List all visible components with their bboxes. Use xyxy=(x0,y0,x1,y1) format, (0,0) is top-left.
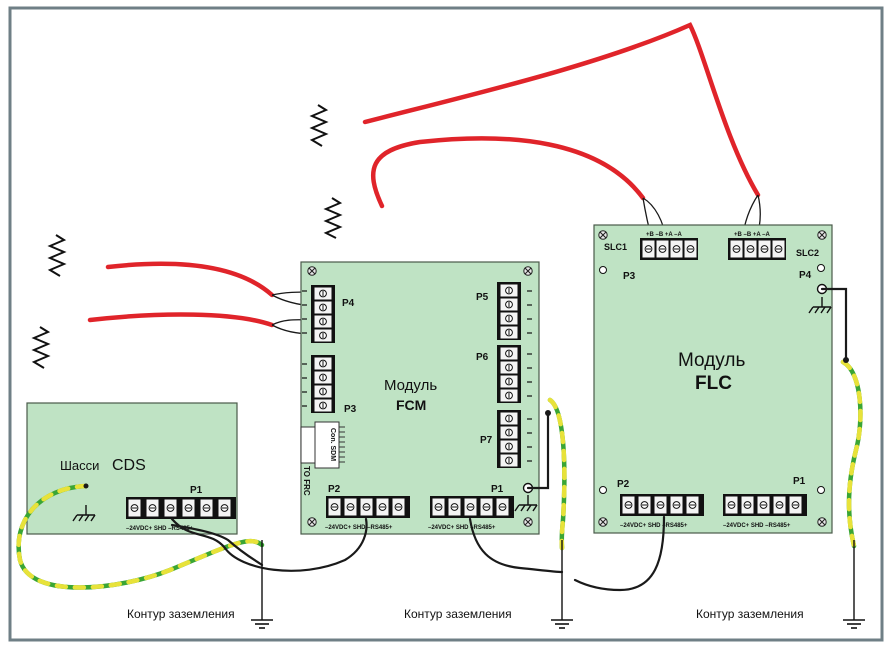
zigzag-mark xyxy=(323,197,343,239)
earth-wire-yellow xyxy=(840,359,863,549)
flc-p1-pin-labels: –24VDC+ SHD –RS485+ xyxy=(723,523,791,529)
zigzag-mark xyxy=(47,234,67,277)
ground-loop-label: Контур заземления xyxy=(404,607,512,621)
flc-p1-label: P1 xyxy=(793,476,806,487)
fcm-p6-terminal-block xyxy=(497,345,521,403)
ground-symbols xyxy=(250,540,866,629)
zigzag-marks xyxy=(31,104,343,369)
flc-p2-terminal-block xyxy=(620,494,704,516)
cds-chassis-label: Шасси xyxy=(60,458,99,473)
earth-wire-yellow xyxy=(547,397,567,551)
earth-ground-icon xyxy=(250,607,274,629)
mount-hole xyxy=(599,266,607,274)
wire-junction xyxy=(83,483,89,489)
mount-screw-icon xyxy=(817,517,827,527)
mount-screw-icon xyxy=(523,517,533,527)
fcm-p1-terminal-block xyxy=(430,496,514,518)
fcm-p1-pin-labels: –24VDC+ SHD –RS485+ xyxy=(428,525,496,531)
red-wire xyxy=(105,261,275,298)
flc-module-title: Модуль xyxy=(678,350,745,371)
ground-loop-label: Контур заземления xyxy=(696,607,804,621)
fcm-p4-terminal-block xyxy=(311,285,335,343)
fcm-con-sdm-label: Con. SDM xyxy=(329,428,336,461)
flc-slc1-pin-labels: +B –B +A –A xyxy=(646,232,682,238)
red-wire xyxy=(362,22,761,198)
flc-p1-terminal-block xyxy=(723,494,807,516)
mount-screw-icon xyxy=(598,230,608,240)
cds-module-name: CDS xyxy=(112,457,146,474)
fcm-module-title: Модуль xyxy=(384,377,437,394)
zigzag-mark xyxy=(31,326,51,369)
flc-board: SLC1 +B –B +A –A P3 +B –B +A –A SLC2 P4 … xyxy=(593,224,833,534)
fcm-p5-terminal-block xyxy=(497,282,521,340)
fcm-board: P4 P3 P5 P6 P7 xyxy=(300,261,540,535)
red-wire xyxy=(371,136,646,209)
flc-p3-terminal-block xyxy=(640,238,698,260)
cds-p1-terminal-block xyxy=(126,497,236,519)
fcm-pin-ticks xyxy=(302,290,532,462)
mount-screw-icon xyxy=(598,517,608,527)
mount-screw-icon xyxy=(307,266,317,276)
wire-junction xyxy=(545,410,551,416)
fcm-p2-terminal-block xyxy=(326,496,410,518)
flc-slc2-label: SLC2 xyxy=(796,248,819,258)
cds-p1-label: P1 xyxy=(190,485,203,496)
mount-hole xyxy=(817,264,825,272)
ground-loop-label: Контур заземления xyxy=(127,607,235,621)
mount-screw-icon xyxy=(523,266,533,276)
fcm-module-name: FCM xyxy=(396,397,426,413)
wire-junction xyxy=(843,357,849,363)
shield-wire xyxy=(468,517,564,574)
flc-slc1-label: SLC1 xyxy=(604,242,627,252)
fcm-p3-label: P3 xyxy=(344,404,357,415)
fcm-p2-label: P2 xyxy=(328,484,341,495)
mount-screw-icon xyxy=(307,517,317,527)
shield-wire xyxy=(170,523,264,567)
fcm-sdm-connector xyxy=(300,421,345,469)
earth-ground-icon xyxy=(550,607,574,629)
fcm-p7-terminal-block xyxy=(497,410,521,468)
flc-p2-pin-labels: –24VDC+ SHD –RS485+ xyxy=(620,523,688,529)
flc-p4-label: P4 xyxy=(799,270,812,281)
fcm-p6-label: P6 xyxy=(476,352,489,363)
fcm-p1-label: P1 xyxy=(491,484,504,495)
shield-wire xyxy=(526,413,550,490)
fcm-p4-label: P4 xyxy=(342,298,355,309)
fcm-p7-label: P7 xyxy=(480,435,493,446)
red-wire xyxy=(87,312,275,328)
fcm-p2-pin-labels: –24VDC+ SHD –RS485+ xyxy=(325,525,393,531)
shield-wire xyxy=(820,287,848,360)
flc-slc2-pin-labels: +B –B +A –A xyxy=(734,232,770,238)
earth-wire-yellow xyxy=(16,483,265,590)
flc-p2-label: P2 xyxy=(617,479,630,490)
cds-p1-pin-labels: –24VDC+ SHD –RS485+ xyxy=(126,526,194,532)
fcm-p5-label: P5 xyxy=(476,292,489,303)
mount-hole xyxy=(817,486,825,494)
flc-board-body xyxy=(593,224,833,534)
cds-board: Шасси CDS P1 –24VDC+ SHD –RS485+ xyxy=(26,402,238,535)
fcm-to-frc-label: TO FRC xyxy=(302,466,311,496)
shield-wire xyxy=(573,515,666,592)
flc-p3-label: P3 xyxy=(623,271,636,282)
flc-module-name: FLC xyxy=(695,373,732,394)
flc-p4-terminal-block xyxy=(728,238,786,260)
earth-ground-icon xyxy=(842,607,866,629)
shield-wire xyxy=(170,517,368,572)
mount-screw-icon xyxy=(817,230,827,240)
mount-hole xyxy=(599,486,607,494)
fcm-p3-terminal-block xyxy=(311,355,335,413)
red-wires xyxy=(87,22,761,328)
zigzag-mark xyxy=(309,104,329,147)
diagram-frame xyxy=(8,6,884,642)
shield-wires xyxy=(170,287,848,592)
